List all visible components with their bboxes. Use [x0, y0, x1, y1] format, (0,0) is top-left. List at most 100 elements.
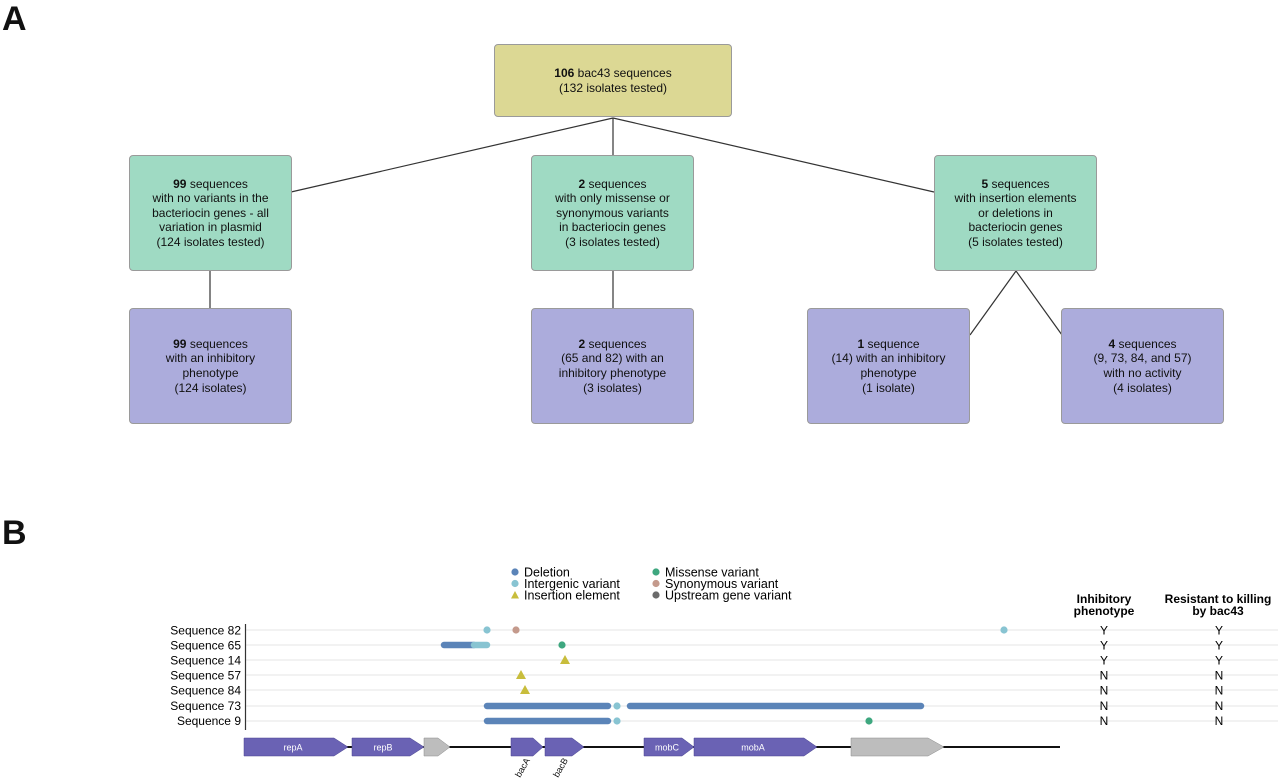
- inhibitory-2-text-3: inhibitory phenotype: [558, 366, 667, 380]
- inhibitory-99-text-3: phenotype: [182, 366, 239, 380]
- connector-right-to-left: [969, 270, 1017, 336]
- gene-map: repA repB bacA bacB mobC mobA: [243, 737, 1060, 779]
- label-sequence-73: Sequence 73: [170, 699, 241, 713]
- inhibitory-1-text-2: (14) with an inhibitory: [831, 351, 946, 366]
- root-count: 106: [554, 65, 575, 80]
- seq9-missense-variant: [865, 717, 873, 725]
- root-box: 106 bac43 sequences (132 isolates tested…: [494, 44, 732, 117]
- no-variants-text-2: with no variants in the: [152, 191, 269, 206]
- legend-upstream-marker: [652, 591, 660, 599]
- root-text-2: (132 isolates tested): [558, 80, 668, 95]
- no-activity-text-2: (9, 73, 84, and 57): [1093, 351, 1192, 366]
- root-text-1: bac43 sequences: [577, 65, 672, 80]
- seq82-intergenic-variant-2: [1000, 626, 1008, 634]
- missense-text-4: in bacteriocin genes: [559, 220, 666, 235]
- seq84-resistant: N: [1215, 684, 1224, 698]
- seq73-resistant: N: [1215, 699, 1224, 713]
- insertion-line-1: 5 sequences: [981, 177, 1049, 192]
- seq84-inhibitory: N: [1100, 684, 1109, 698]
- no-variants-text-1: sequences: [189, 176, 248, 191]
- inhibitory-2-line-1: 2 sequences: [578, 337, 646, 352]
- legend-insertion-marker: [511, 591, 519, 599]
- missense-text-3: synonymous variants: [556, 205, 669, 220]
- no-variants-text-4: variation in plasmid: [159, 220, 262, 235]
- missense-text-5: (3 isolates tested): [565, 234, 660, 249]
- inhibitory-1-line-1: 1 sequence: [857, 337, 919, 352]
- inhibitory-header-2: phenotype: [1074, 604, 1135, 618]
- label-sequence-65: Sequence 65: [170, 639, 241, 653]
- missense-synonymous-box: 2 sequences with only missense or synony…: [531, 155, 694, 271]
- resistant-header-2: by bac43: [1192, 604, 1244, 618]
- insertion-text-3: or deletions in: [978, 205, 1053, 220]
- insertion-text-1: sequences: [991, 176, 1050, 191]
- seq65-resistant: Y: [1215, 639, 1223, 653]
- label-sequence-57: Sequence 57: [170, 669, 241, 683]
- seq82-inhibitory: Y: [1100, 624, 1108, 638]
- insertion-text-2: with insertion elements: [954, 191, 1077, 206]
- label-sequence-9: Sequence 9: [177, 714, 241, 728]
- seq84-insertion-element: [520, 685, 530, 694]
- missense-text-2: with only missense or: [555, 191, 670, 206]
- inhibitory-99-text-1: sequences: [189, 336, 248, 351]
- gene-unnamed-arrow-2: [850, 737, 945, 757]
- insertion-text-5: (5 isolates tested): [968, 234, 1063, 249]
- legend-insertion: Insertion element: [524, 589, 620, 603]
- seq82-synonymous-variant: [512, 626, 520, 634]
- seq14-resistant: Y: [1215, 654, 1223, 668]
- gene-bacB-arrow: [544, 737, 585, 757]
- gene-repA-arrow: [243, 737, 349, 757]
- inhibitory-2-box: 2 sequences (65 and 82) with an inhibito…: [531, 308, 694, 424]
- connector-root-right: [612, 117, 935, 193]
- seq57-inhibitory: N: [1100, 669, 1109, 683]
- legend-missense-marker: [652, 568, 660, 576]
- no-activity-text-1: sequences: [1118, 336, 1177, 351]
- seq9-resistant: N: [1215, 714, 1224, 728]
- root-box-line-1: 106 bac43 sequences: [554, 66, 671, 81]
- legend-deletion: Deletion: [524, 566, 570, 580]
- gene-mobC-arrow: [643, 737, 695, 757]
- seq9-intergenic-variant: [613, 717, 621, 725]
- seq14-insertion-element: [560, 655, 570, 664]
- legend-intergenic: Intergenic variant: [524, 577, 620, 591]
- no-activity-box: 4 sequences (9, 73, 84, and 57) with no …: [1061, 308, 1224, 424]
- seq73-intergenic-variant: [613, 702, 621, 710]
- label-sequence-82: Sequence 82: [170, 624, 241, 638]
- connector-root-left: [290, 117, 614, 193]
- inhibitory-2-text-2: (65 and 82) with an: [561, 351, 664, 366]
- inhibitory-2-text-4: (3 isolates): [583, 380, 642, 395]
- insertion-text-4: bacteriocin genes: [968, 220, 1063, 235]
- gene-mobA-arrow: [693, 737, 818, 757]
- gene-repB-arrow: [351, 737, 425, 757]
- seq57-insertion-element: [516, 670, 526, 679]
- insertion-count: 5: [981, 176, 989, 191]
- label-sequence-84: Sequence 84: [170, 684, 241, 698]
- seq57-resistant: N: [1215, 669, 1224, 683]
- panel-b-letter: B: [2, 514, 27, 552]
- insertion-deletion-box: 5 sequences with insertion elements or d…: [934, 155, 1097, 271]
- no-activity-line-1: 4 sequences: [1108, 337, 1176, 352]
- seq82-intergenic-variant: [483, 626, 491, 634]
- gene-repB-label: repB: [373, 743, 392, 753]
- inhibitory-1-text-3: phenotype: [860, 366, 917, 380]
- tree-connectors: [209, 117, 1063, 336]
- seq82-resistant: Y: [1215, 624, 1223, 638]
- gene-unnamed-arrow-1: [423, 737, 451, 757]
- seq73-inhibitory: N: [1100, 699, 1109, 713]
- no-variants-text-5: (124 isolates tested): [156, 234, 265, 249]
- gene-mobA-label: mobA: [741, 743, 765, 753]
- no-activity-text-4: (4 isolates): [1113, 380, 1172, 395]
- no-activity-count: 4: [1108, 336, 1116, 351]
- panel-a-letter: A: [2, 0, 27, 38]
- seq14-inhibitory: Y: [1100, 654, 1108, 668]
- missense-text-1: sequences: [588, 176, 647, 191]
- legend-synonymous: Synonymous variant: [665, 577, 779, 591]
- gene-bacA-label: bacA: [513, 756, 532, 779]
- legend-missense: Missense variant: [665, 566, 759, 580]
- gene-bacB-label: bacB: [551, 756, 570, 779]
- no-variants-line-1: 99 sequences: [173, 177, 248, 192]
- inhibitory-1-box: 1 sequence (14) with an inhibitory pheno…: [807, 308, 970, 424]
- no-variants-text-3: bacteriocin genes - all: [152, 205, 269, 220]
- inhibitory-99-line-1: 99 sequences: [173, 337, 248, 352]
- seq65-inhibitory: Y: [1100, 639, 1108, 653]
- no-variants-count: 99: [173, 176, 187, 191]
